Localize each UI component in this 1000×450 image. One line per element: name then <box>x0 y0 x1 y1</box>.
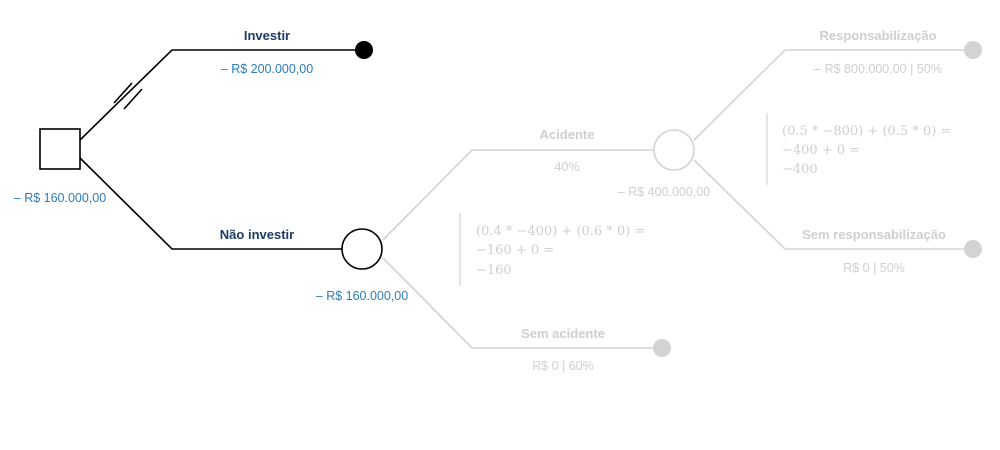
no-liability-value: R$ 0 | 50% <box>843 261 905 275</box>
faded-branches <box>382 49 972 349</box>
accident-calc-line-3: −400 <box>782 162 818 177</box>
liability-terminal-node <box>964 41 982 59</box>
active-branches <box>79 49 362 250</box>
liability-label: Responsabilização <box>819 28 936 43</box>
branch-invest-line <box>79 49 362 141</box>
no-liability-label: Sem responsabilização <box>802 227 946 242</box>
decision-node <box>39 128 81 170</box>
accident-label: Acidente <box>540 127 595 142</box>
no-liability-terminal-node <box>964 240 982 258</box>
accident-prob: 40% <box>554 160 579 174</box>
liability-value: – R$ 800.000,00 | 50% <box>814 62 942 76</box>
invest-terminal-node <box>355 41 373 59</box>
branch-not-invest-line <box>79 157 342 250</box>
branch-no-accident-line <box>382 257 662 349</box>
not-invest-chance-value: – R$ 160.000,00 <box>316 289 408 303</box>
accident-calc-line-2: −400 + 0 = <box>782 143 860 158</box>
invest-label: Investir <box>244 28 290 43</box>
decision-value: – R$ 160.000,00 <box>14 191 106 205</box>
pruned-mark-2 <box>123 88 143 110</box>
not-invest-calc-line-1: (0.4 * −400) + (0.6 * 0) = <box>476 224 645 239</box>
no-accident-label: Sem acidente <box>521 326 605 341</box>
accident-calc-line-1: (0.5 * −800) + (0.5 * 0) = <box>782 124 951 139</box>
not-invest-calc-line-3: −160 <box>476 263 512 278</box>
no-accident-value: R$ 0 | 60% <box>532 359 594 373</box>
branch-accident-line <box>382 149 654 241</box>
branch-no-liability-line <box>693 159 972 250</box>
not-invest-label: Não investir <box>220 227 294 242</box>
not-invest-calc-line-2: −160 + 0 = <box>476 243 554 258</box>
branch-liability-line <box>693 49 972 141</box>
no-accident-terminal-node <box>653 339 671 357</box>
pruned-mark-1 <box>113 82 133 104</box>
invest-value: – R$ 200.000,00 <box>221 62 313 76</box>
accident-chance-value: – R$ 400.000,00 <box>618 185 710 199</box>
accident-chance-node <box>653 129 695 171</box>
not-invest-chance-node <box>341 228 383 270</box>
